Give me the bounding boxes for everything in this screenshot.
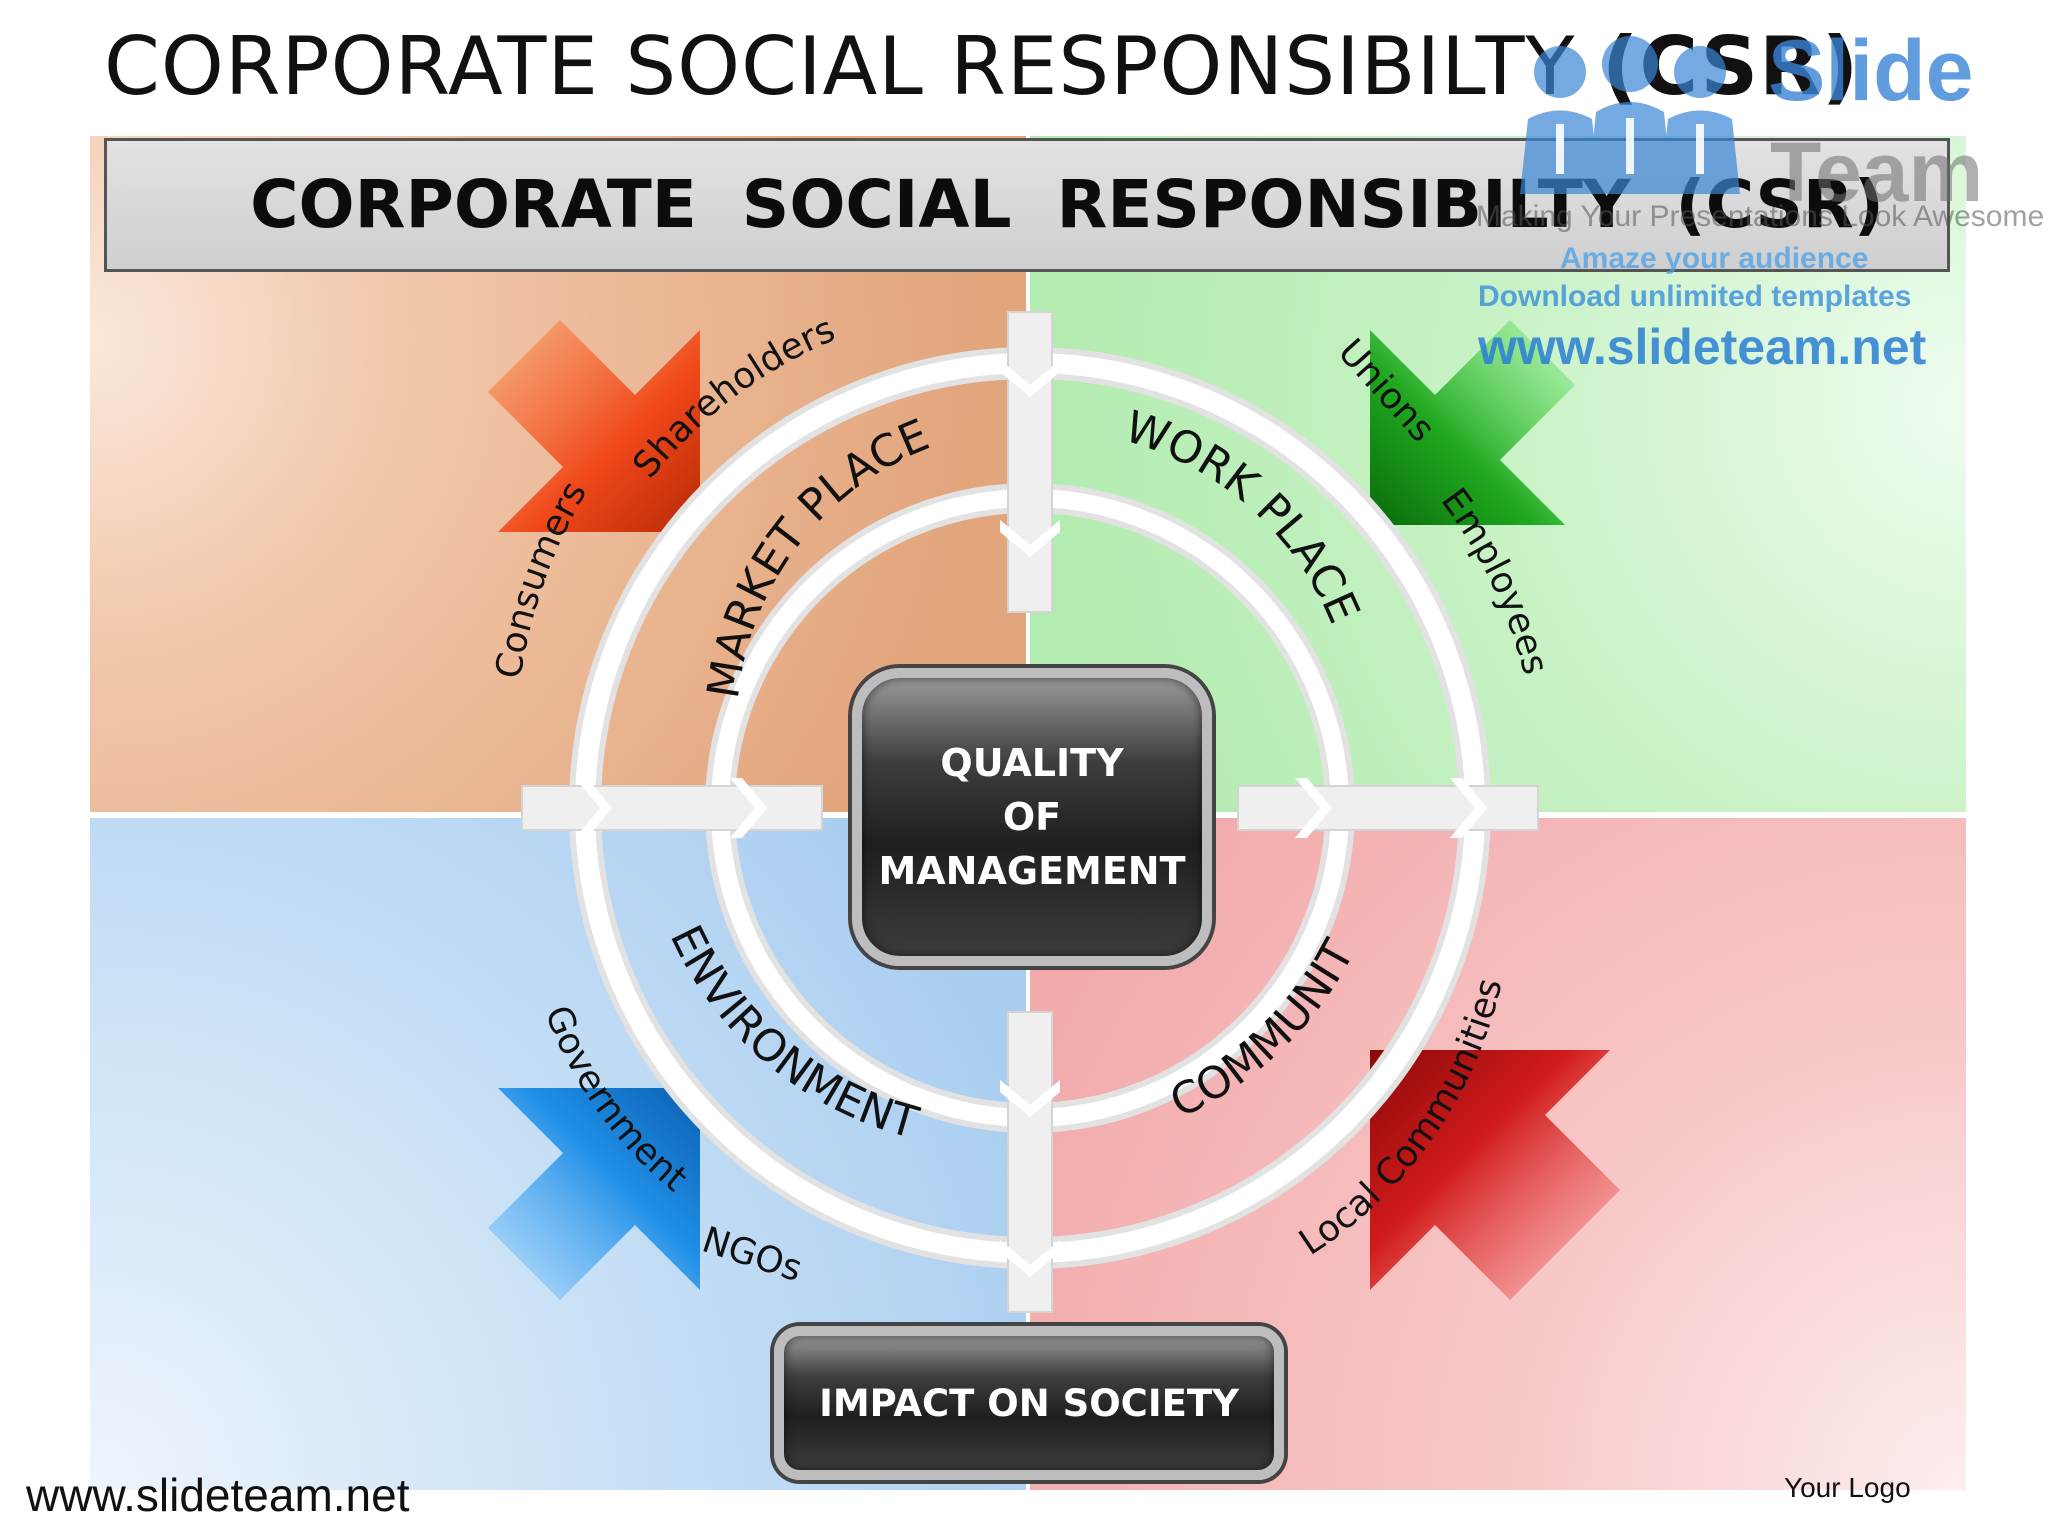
arrow-environment (488, 1088, 700, 1300)
your-logo: Your Logo (1784, 1472, 1911, 1503)
quality-of-management-box: QUALITY OF MANAGEMENT (852, 668, 1212, 966)
label-ngos: NGOs (697, 1220, 807, 1290)
watermark-brand-top: Slide (1768, 23, 1974, 119)
watermark-url: www.slideteam.net (1478, 319, 1927, 375)
arrow-community (1370, 1050, 1620, 1300)
cross-bars (521, 311, 1539, 1313)
center-line-1: QUALITY (940, 741, 1124, 785)
watermark-download: Download unlimited templates (1478, 280, 1912, 313)
slide-title: CORPORATE SOCIAL RESPONSIBILTY (CSR) (104, 20, 1859, 113)
center-line-2: OF (1002, 795, 1062, 839)
watermark-tagline: Making Your Presentations Look Awesome (1476, 200, 2045, 233)
label-market-place: MARKET PLACE (698, 410, 936, 702)
watermark-brand-bottom: Team (1770, 125, 1984, 219)
watermark-amaze: Amaze your audience (1560, 242, 1869, 275)
arrow-work-place (1370, 320, 1575, 525)
arrow-market-place (488, 320, 700, 532)
footer-url: www.slideteam.net (26, 1469, 410, 1521)
center-line-3: MANAGEMENT (878, 849, 1186, 893)
impact-label: IMPACT ON SOCIETY (819, 1381, 1239, 1425)
slideteam-people-logo-icon (1520, 36, 1740, 194)
slide-title-normal: CORPORATE SOCIAL RESPONSIBILTY (104, 20, 1602, 113)
impact-on-society-box: IMPACT ON SOCIETY (774, 1326, 1284, 1480)
